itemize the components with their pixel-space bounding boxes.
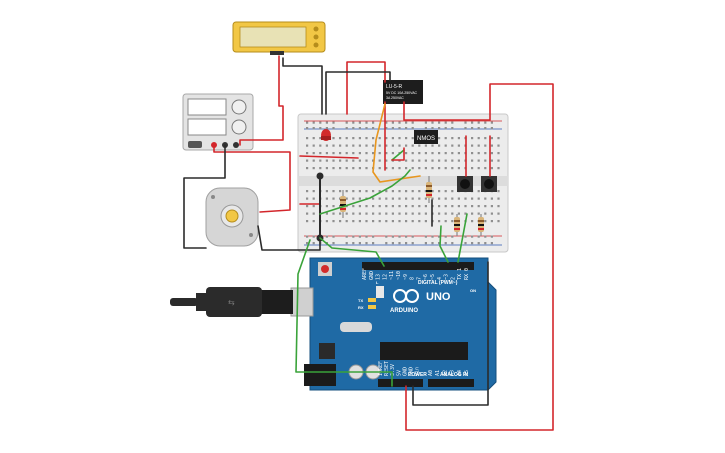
wire-black-lcd-gnd xyxy=(282,57,323,115)
analog-pin-label: A4 xyxy=(457,370,463,376)
analog-pin-label: A2 xyxy=(442,370,448,376)
digital-pin-label: 13 xyxy=(376,274,382,280)
digital-pin-label: ~3 xyxy=(444,274,450,280)
barrel-jack[interactable] xyxy=(304,364,336,386)
power-pin-label: IOREF xyxy=(378,361,384,376)
wires xyxy=(183,55,554,431)
digital-pin-label: ~9 xyxy=(403,274,409,280)
digital-pin-label: RX 0 xyxy=(464,268,470,280)
usb-icon: ⇆ xyxy=(228,298,235,307)
digital-pin-label: 2 xyxy=(450,277,456,280)
resistor-1[interactable] xyxy=(340,190,346,218)
wire-red-lcd-ps xyxy=(239,55,284,146)
rx-label: RX xyxy=(358,305,364,310)
digital-pin-label: TX 1 xyxy=(457,268,463,280)
push-button-2[interactable] xyxy=(481,176,497,192)
arduino-model: UNO xyxy=(426,291,451,303)
breadboard-holes xyxy=(306,121,500,245)
digital-pin-label: 12 xyxy=(382,274,388,280)
power-pin-label: GND xyxy=(402,367,408,376)
power-header-label: POWER xyxy=(408,372,427,378)
mosfet-label: NMOS xyxy=(417,136,435,142)
digital-pin-label: 8 xyxy=(410,277,416,280)
analog-pin-label: A0 xyxy=(428,370,434,376)
power-pin-label: GND xyxy=(409,367,415,376)
power-pin-label: Vin xyxy=(415,367,421,376)
wire-green-3 xyxy=(319,237,385,267)
digital-header-label: DIGITAL (PWM~) xyxy=(418,280,458,286)
digital-pin-label: 7 xyxy=(416,277,422,280)
wire-green-5 xyxy=(457,213,468,263)
wire-orange-relay xyxy=(372,103,421,183)
resistor-2[interactable] xyxy=(426,176,432,203)
arduino-logo xyxy=(393,289,419,303)
wire-black-ps-motor xyxy=(183,144,226,249)
digital-pin-label: ~10 xyxy=(396,271,402,280)
digital-pin-label: ~6 xyxy=(423,274,429,280)
relay-label-2: 5V DC 10A 250VAC xyxy=(386,91,418,95)
red-led[interactable] xyxy=(321,129,331,141)
lcd-display[interactable] xyxy=(232,21,326,55)
relay[interactable]: LU-5-R 5V DC 10A 250VAC 3A 250VAC xyxy=(383,80,423,104)
power-pin-label: RESET xyxy=(384,361,390,376)
wire-black-arduino-gnd xyxy=(412,261,489,406)
tx-label: TX xyxy=(358,298,363,303)
l-label: L xyxy=(376,280,379,285)
push-button-1[interactable] xyxy=(457,176,473,192)
wire-red-bb-mid xyxy=(391,147,405,161)
wire-black-motor xyxy=(257,225,321,251)
wire-red-ps-motor xyxy=(213,144,291,213)
analog-header-label: ANALOG IN xyxy=(440,372,468,378)
arduino-brand: ARDUINO xyxy=(390,308,418,314)
usb-cable[interactable]: ⇆ xyxy=(170,287,314,317)
relay-label-1: LU-5-R xyxy=(386,84,403,90)
wire-black-relay xyxy=(325,71,391,115)
wire-red-relay-rail xyxy=(403,83,554,431)
analog-pin-label: A5 xyxy=(464,370,470,376)
analog-pin-label: A3 xyxy=(450,370,456,376)
digital-pin-label: ~11 xyxy=(389,271,395,280)
digital-pin-label: GND xyxy=(369,271,375,280)
wire-red-breadboard-1 xyxy=(299,155,359,159)
relay-label-3: 3A 250VAC xyxy=(386,96,404,100)
wire-green-arduino-gnd xyxy=(295,239,393,387)
wire-red-relay xyxy=(346,61,386,115)
digital-pin-label: ~5 xyxy=(430,274,436,280)
wire-green-2 xyxy=(391,149,405,161)
wire-green-1 xyxy=(319,169,411,215)
resistor-4[interactable] xyxy=(478,214,484,236)
dc-motor[interactable] xyxy=(205,187,259,247)
analog-pin-label: A1 xyxy=(435,370,441,376)
on-label: ON xyxy=(470,288,476,293)
nmos-transistor[interactable]: NMOS xyxy=(414,130,438,144)
power-supply[interactable] xyxy=(182,93,254,151)
resistor-3[interactable] xyxy=(454,214,460,236)
digital-pin-label: AREF xyxy=(362,268,368,280)
power-pin-label: 3.3V xyxy=(390,364,396,376)
power-pin-label: 5V xyxy=(396,370,402,376)
digital-pin-label: 4 xyxy=(437,277,443,280)
arduino-uno-board[interactable]: ARDUINO UNO DIGITAL (PWM~) POWER ANALOG … xyxy=(309,257,497,391)
wire-green-4 xyxy=(439,225,449,263)
